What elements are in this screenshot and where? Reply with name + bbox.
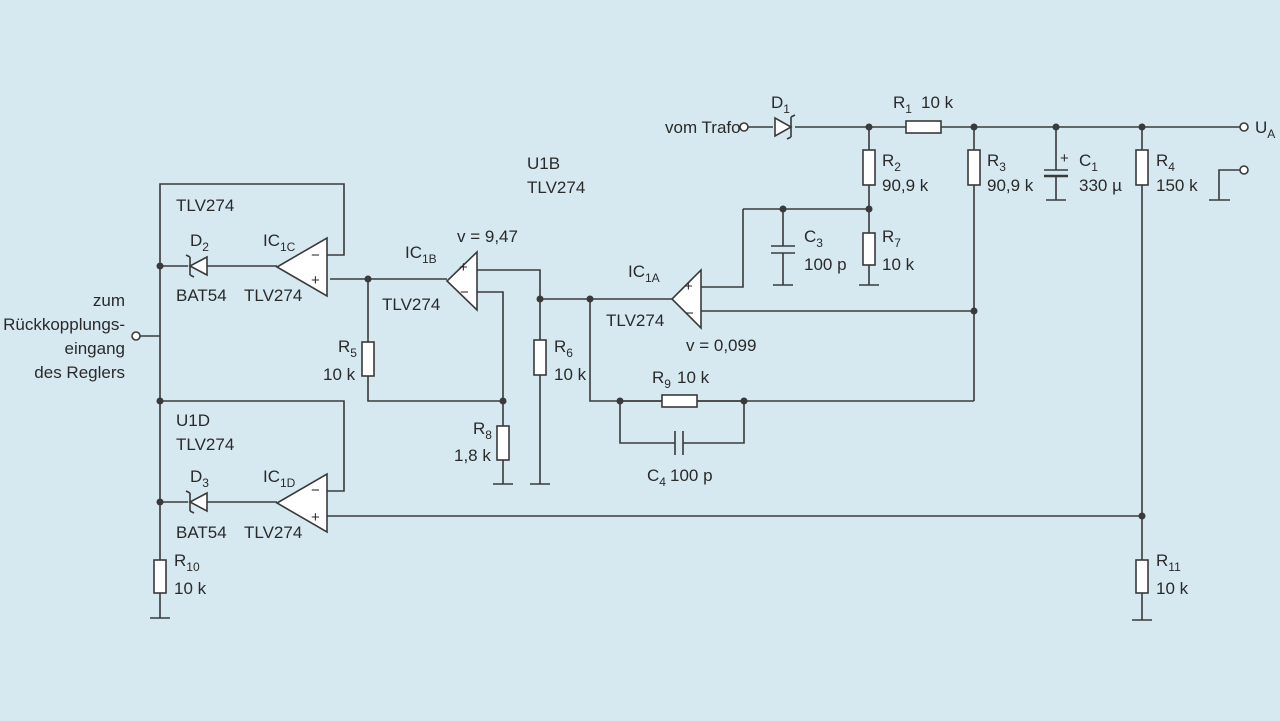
svg-text:+: +: [311, 272, 320, 289]
r6-resistor: [533, 339, 547, 376]
r11-resistor: [1135, 559, 1149, 594]
c1-capacitor: +: [1044, 150, 1069, 178]
r9-resistor: [661, 394, 698, 408]
c3-value: 100 p: [804, 255, 847, 274]
trafo-label: vom Trafo: [665, 118, 741, 137]
svg-text:−: −: [311, 482, 320, 499]
r2-resistor: [862, 149, 876, 186]
r7-resistor: [862, 232, 876, 266]
r2-value: 90,9 k: [882, 176, 929, 195]
r4-label: R4: [1156, 151, 1175, 174]
d1-diode: [774, 114, 796, 140]
r9-value: 10 k: [677, 368, 710, 387]
c4-value: 100 p: [670, 466, 713, 485]
r3-value: 90,9 k: [987, 176, 1034, 195]
svg-text:des Reglers: des Reglers: [34, 363, 125, 382]
r5-resistor: [361, 341, 375, 377]
ua-terminal: [1239, 122, 1249, 132]
ic1c-label: IC1C: [263, 231, 296, 254]
ic1a-label: IC1A: [628, 262, 660, 285]
trafo-terminal: [739, 122, 749, 132]
r7-value: 10 k: [882, 255, 915, 274]
c3-label: C3: [804, 227, 823, 250]
ua-label: UA: [1255, 118, 1275, 141]
junction-dots: [156, 123, 1146, 520]
r8-resistor: [496, 425, 510, 461]
svg-text:+: +: [1060, 150, 1069, 167]
r1-value: 10 k: [921, 93, 954, 112]
feedback-terminal: [131, 331, 141, 341]
ic1c-type: TLV274: [244, 286, 302, 305]
r3-resistor: [967, 149, 981, 186]
r10-label: R10: [174, 551, 200, 574]
ic1b-label: IC1B: [405, 243, 437, 266]
r2-label: R2: [882, 151, 901, 174]
ic1d-label: IC1D: [263, 467, 296, 490]
ic1d-opamp: − +: [275, 472, 328, 534]
ic1c-opamp: − +: [275, 236, 328, 298]
r6-value: 10 k: [554, 365, 587, 384]
r4-resistor: [1135, 149, 1149, 186]
svg-text:−: −: [685, 305, 694, 322]
ic1b-gain: v = 9,47: [457, 227, 518, 246]
ground-terminal: [1239, 165, 1249, 175]
r5-value: 10 k: [323, 365, 356, 384]
svg-text:eingang: eingang: [64, 339, 125, 358]
r3-label: R3: [987, 151, 1006, 174]
d3-diode: [185, 490, 208, 514]
ic1b-type: TLV274: [382, 295, 440, 314]
ic1b-opamp: + −: [445, 250, 478, 312]
d2-label: D2: [190, 231, 209, 254]
r8-label: R8: [473, 419, 492, 442]
ic1a-opamp: + −: [670, 268, 702, 330]
svg-text:−: −: [460, 284, 469, 301]
r9-label: R9: [652, 368, 671, 391]
r7-label: R7: [882, 227, 901, 250]
c1-label: C1: [1079, 151, 1098, 174]
c4-capacitor: [674, 431, 684, 455]
r10-resistor: [153, 559, 167, 594]
ic1d-type: TLV274: [244, 523, 302, 542]
r1-label: R1: [893, 93, 912, 116]
svg-text:zum: zum: [93, 291, 125, 310]
svg-text:+: +: [459, 259, 468, 276]
c1-value: 330 µ: [1079, 176, 1122, 195]
ic1a-gain: v = 0,099: [686, 336, 756, 355]
d3-type: BAT54: [176, 523, 227, 542]
ic1a-type: TLV274: [606, 311, 664, 330]
feedback-label: zum Rückkopplungs- eingang des Reglers: [3, 291, 125, 382]
u1b-label: U1B: [527, 154, 560, 173]
r10-value: 10 k: [174, 579, 207, 598]
wires: [140, 126, 1240, 621]
r1-resistor: [905, 120, 942, 134]
d3-label: D3: [190, 467, 209, 490]
d2-diode: [185, 254, 208, 278]
r11-value: 10 k: [1156, 579, 1189, 598]
svg-text:Rückkopplungs-: Rückkopplungs-: [3, 315, 125, 334]
u1b-type: TLV274: [527, 178, 585, 197]
r6-label: R6: [554, 337, 573, 360]
u1d-type: TLV274: [176, 435, 234, 454]
d2-type: BAT54: [176, 286, 227, 305]
c3-capacitor: [771, 245, 795, 254]
r5-label: R5: [338, 337, 357, 360]
c4-label: C4: [647, 466, 666, 489]
svg-text:+: +: [311, 509, 320, 526]
d1-label: D1: [771, 93, 790, 116]
r8-value: 1,8 k: [454, 446, 491, 465]
r4-value: 150 k: [1156, 176, 1198, 195]
ic1c-top-type: TLV274: [176, 196, 234, 215]
svg-text:+: +: [684, 278, 693, 295]
svg-text:−: −: [311, 247, 320, 264]
r11-label: R11: [1156, 551, 1181, 574]
u1d-label: U1D: [176, 411, 210, 430]
